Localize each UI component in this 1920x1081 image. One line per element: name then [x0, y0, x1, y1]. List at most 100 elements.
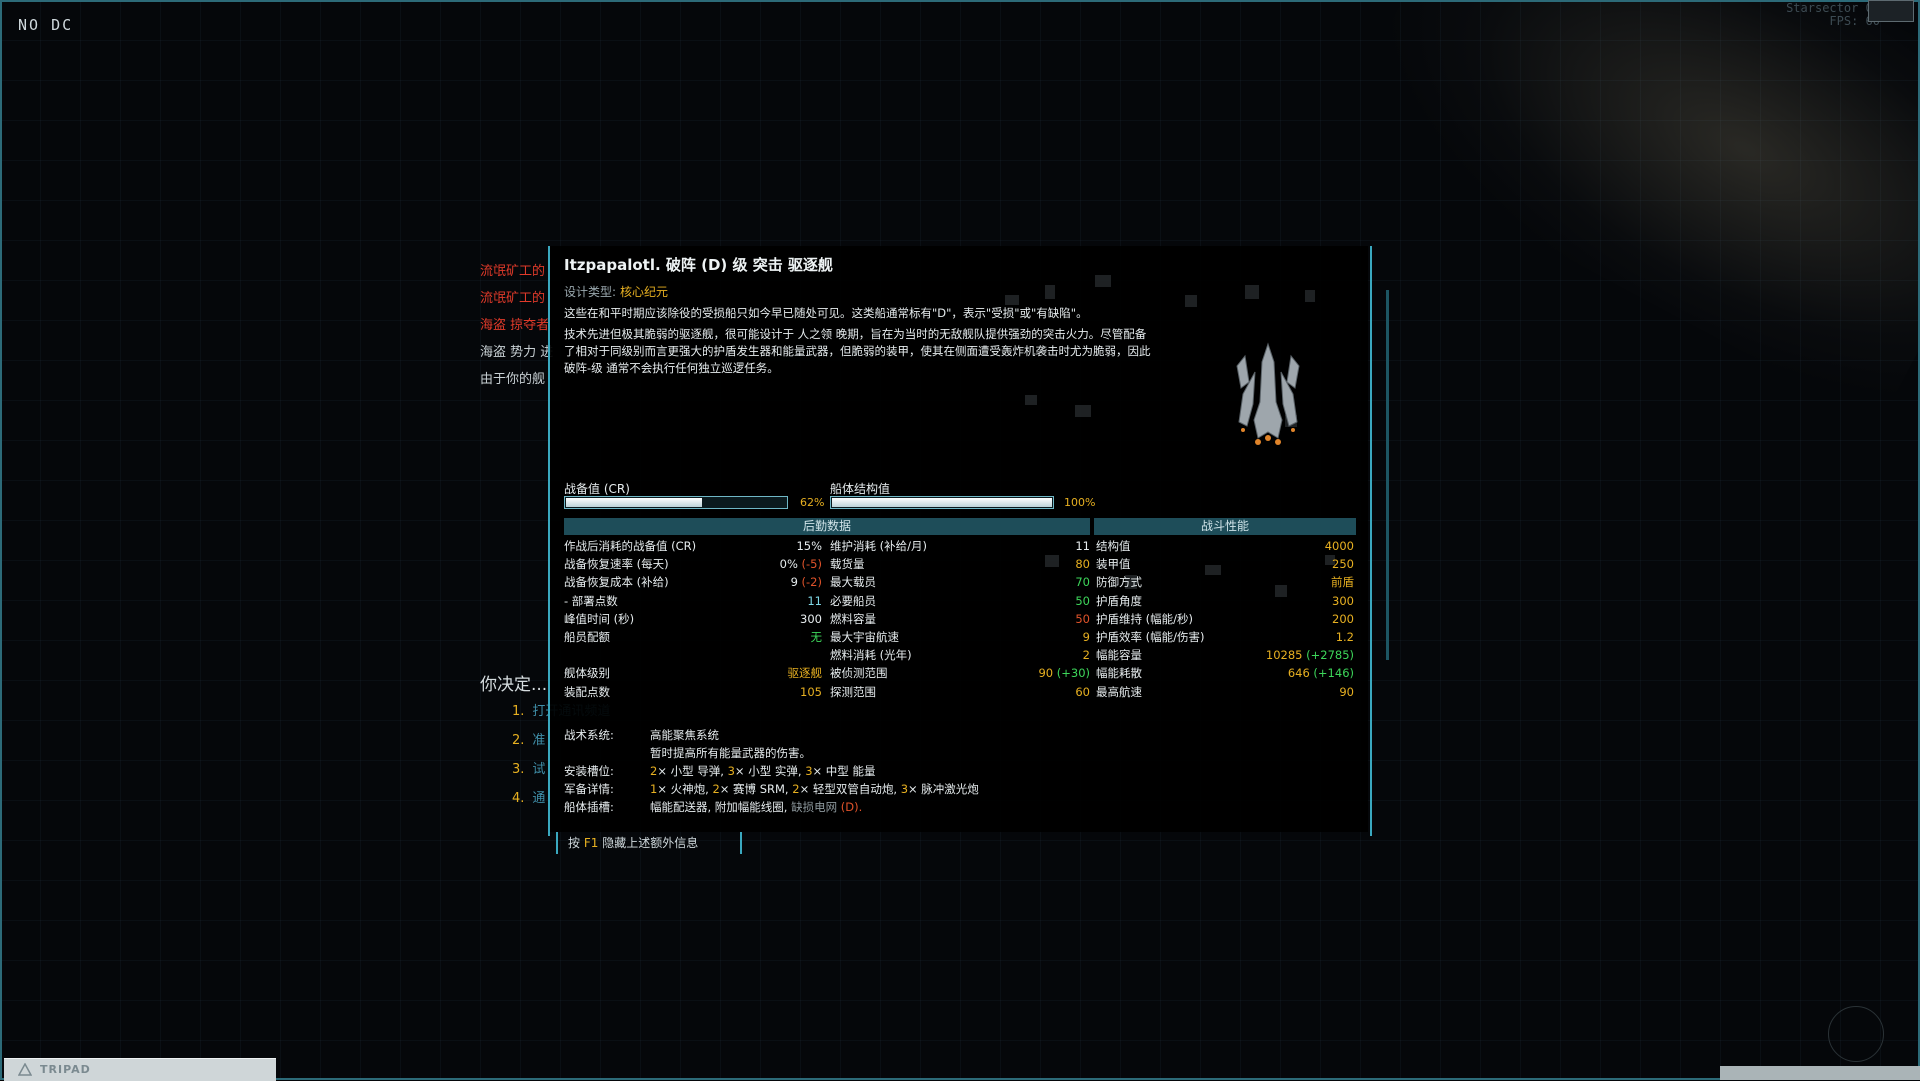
stat-label: 战备恢复速率 (每天) [564, 557, 669, 572]
stat-value: 300 [800, 611, 822, 626]
weapon-count: 2 [792, 782, 800, 796]
stat-value: 11 [807, 593, 822, 608]
stat-row: 护盾维持 (幅能/秒) 200 [1096, 610, 1354, 628]
fps-line: Starsector 0. [1786, 1, 1880, 15]
cr-label: 战备值 (CR) [564, 482, 630, 496]
top-right-gadget[interactable] [1868, 0, 1914, 22]
cr-bar-fill [566, 498, 702, 507]
stat-label: - 部署点数 [564, 593, 618, 608]
stat-value: 300 [1332, 593, 1354, 608]
hull-label: 船体结构值 [830, 482, 891, 496]
stat-label: 燃料容量 [830, 611, 876, 626]
fps-line: FPS: 60 [1829, 14, 1880, 28]
stat-label: 护盾角度 [1096, 593, 1142, 608]
panel-bracket-left [548, 246, 554, 836]
stat-value-group: 646 (+146) [1288, 664, 1354, 682]
mount-count: 3 [727, 764, 735, 778]
stat-label: 护盾维持 (幅能/秒) [1096, 611, 1194, 626]
dialog-line: 流氓矿工的 [480, 291, 546, 306]
stat-value-group: 0% (-5) [780, 555, 822, 573]
stat-value: 105 [800, 684, 822, 699]
stat-label: 载货量 [830, 557, 865, 572]
mount-text: × 小型 导弹, [657, 764, 724, 778]
screen-frame-top [0, 0, 1920, 2]
mounts-row: 安装槽位: 2× 小型 导弹, 3× 小型 实弹, 3× 中型 能量 [564, 762, 1344, 780]
stat-row: 作战后消耗的战备值 (CR)15% [564, 537, 822, 555]
tripad-icon [18, 1063, 32, 1076]
tripad-tab[interactable]: TRIPAD [4, 1058, 276, 1081]
armament-label: 军备详情: [564, 782, 614, 796]
stat-value-group: 200 [1332, 610, 1354, 628]
stat-value: 646 [1287, 666, 1310, 681]
dialog-option[interactable]: 3.试 [512, 755, 610, 784]
stat-value-group: 2 [1083, 646, 1090, 664]
stat-value-group: 11 [1075, 537, 1090, 555]
stat-value-group: 60 [1075, 683, 1090, 701]
dialog-line: 海盗 势力 进 [480, 345, 554, 360]
stat-label: 战备恢复成本 (补给) [564, 575, 669, 590]
tripad-label: TRIPAD [40, 1063, 91, 1076]
weapon-count: 2 [712, 782, 720, 796]
stat-value: 90 [1038, 666, 1054, 681]
dialog-option[interactable]: 4. 通 [512, 784, 610, 813]
f1-hint[interactable]: 按 F1 隐藏上述额外信息 [556, 832, 742, 854]
stat-value-group: 15% [796, 537, 822, 555]
bottom-right-strip [1720, 1066, 1920, 1080]
stat-value: 0% [779, 557, 798, 572]
design-type: 设计类型:核心纪元 [564, 283, 668, 300]
stat-value: 50 [1075, 611, 1090, 626]
tactical-system-row: 战术系统: 高能聚焦系统 [564, 726, 1344, 744]
stat-value-group: 50 [1075, 610, 1090, 628]
stat-value: 250 [1332, 557, 1354, 572]
stat-value: 11 [1075, 539, 1090, 553]
weapon-text: × 轻型双管自动炮, [799, 782, 898, 796]
connection-status: NO DC [18, 16, 74, 34]
option-text: 通 [532, 791, 546, 806]
stat-value-group: 300 [800, 610, 822, 628]
dialog-line: 流氓矿工的 [480, 264, 546, 279]
stat-value: 50 [1075, 593, 1090, 608]
f1-hint-suffix: 隐藏上述额外信息 [602, 836, 699, 850]
stat-label: 燃料消耗 (光年) [830, 648, 912, 663]
dialog-option[interactable]: 2.准 [512, 726, 610, 755]
stat-row: 防御方式前盾 [1096, 573, 1354, 591]
panel-side-bar [1386, 290, 1389, 660]
ship-title: Itzpapalotl. 破阵 (D) 级 突击 驱逐舰 [564, 256, 833, 274]
stat-label: 维护消耗 (补给/月) [830, 539, 928, 553]
option-number: 4. [512, 791, 525, 806]
stat-value-group: 11 [807, 592, 822, 610]
stat-value: 无 [810, 630, 823, 644]
ship-sprite [1236, 342, 1300, 445]
stat-value-group: 70 [1075, 573, 1090, 591]
stat-row: 燃料消耗 (光年) 2 [830, 646, 1090, 664]
stat-modifier: (+146) [1309, 666, 1354, 681]
stat-value-group: 9 [1083, 628, 1090, 646]
stat-value-group: 250 [1332, 555, 1354, 573]
stat-label: 被侦测范围 [830, 666, 888, 681]
stat-value: 90 [1339, 684, 1354, 699]
stat-value: 驱逐舰 [787, 666, 823, 681]
decide-prompt: 你决定... [480, 675, 548, 695]
encounter-dialog-text: 流氓矿工的 流氓矿工的 海盗 掠夺者 海盗 势力 进 由于你的舰 [480, 258, 553, 393]
circle-button-icon[interactable] [1828, 1006, 1884, 1062]
stat-row: 船员配额无 [564, 628, 822, 646]
mount-text: × 小型 实弹, [734, 764, 802, 778]
stat-row: 舰体级别驱逐舰 [564, 664, 822, 682]
option-text: 试 [532, 762, 546, 777]
stat-value-group: 无 [811, 628, 823, 646]
stat-label: 结构值 [1096, 539, 1131, 553]
stat-value-group: 80 [1075, 555, 1090, 573]
cr-percent: 62% [800, 496, 825, 509]
mounts-label: 安装槽位: [564, 764, 614, 778]
armament-row: 军备详情: 1× 火神炮, 2× 赛博 SRM, 2× 轻型双管自动炮, 3× … [564, 780, 1344, 798]
mount-count: 2 [650, 764, 658, 778]
tactical-system-desc: 暂时提高所有能量武器的伤害。 [650, 746, 811, 760]
tactical-system-desc-row: 暂时提高所有能量武器的伤害。 [564, 744, 1344, 762]
stat-modifier: (-2) [797, 575, 822, 590]
